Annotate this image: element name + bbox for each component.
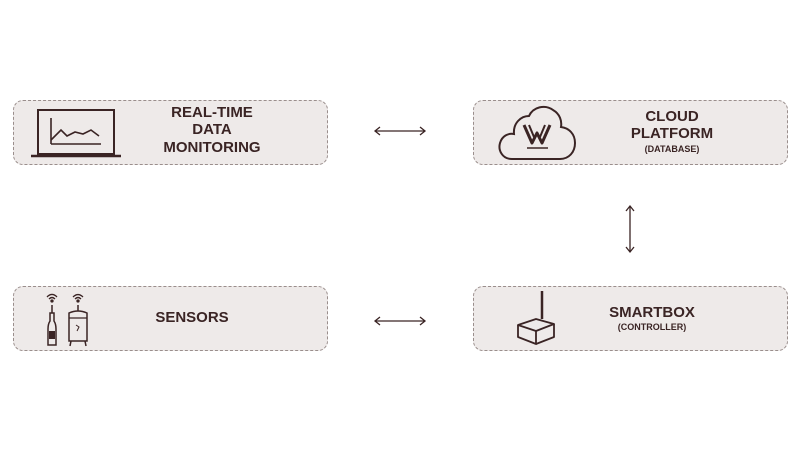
sensors-title: SENSORS [155, 309, 229, 326]
smartbox-node: SMARTBOX (CONTROLLER) [473, 286, 788, 351]
cloud-smartbox-arrow [625, 204, 635, 254]
monitoring-label: REAL-TIME DATA MONITORING [142, 104, 282, 156]
sensors-label: SENSORS [122, 309, 262, 326]
sensors-icon [46, 293, 88, 347]
cloud-label-line-1: CLOUD [645, 108, 699, 125]
cloud-icon [498, 105, 577, 160]
sensors-smartbox-arrow [373, 316, 427, 326]
monitoring-label-line-2: DATA [192, 121, 232, 139]
cloud-label-line-2: PLATFORM [630, 125, 714, 143]
monitor-chart-icon [31, 109, 121, 158]
smartbox-subtitle: (CONTROLLER) [617, 322, 687, 333]
monitoring-label-line-1: REAL-TIME [171, 104, 253, 121]
monitoring-node: REAL-TIME DATA MONITORING [13, 100, 328, 165]
controller-box-icon [517, 291, 555, 345]
wifi-icon [46, 293, 58, 303]
sensors-node: SENSORS [13, 286, 328, 351]
wifi-icon [72, 293, 84, 303]
cloud-node: CLOUD PLATFORM (DATABASE) [473, 100, 788, 165]
monitoring-cloud-arrow [373, 126, 427, 136]
monitoring-label-line-3: MONITORING [163, 138, 261, 156]
smartbox-label: SMARTBOX (CONTROLLER) [582, 304, 722, 333]
cloud-label: CLOUD PLATFORM (DATABASE) [602, 108, 742, 154]
smartbox-title: SMARTBOX [609, 304, 695, 321]
cloud-subtitle: (DATABASE) [644, 143, 700, 154]
